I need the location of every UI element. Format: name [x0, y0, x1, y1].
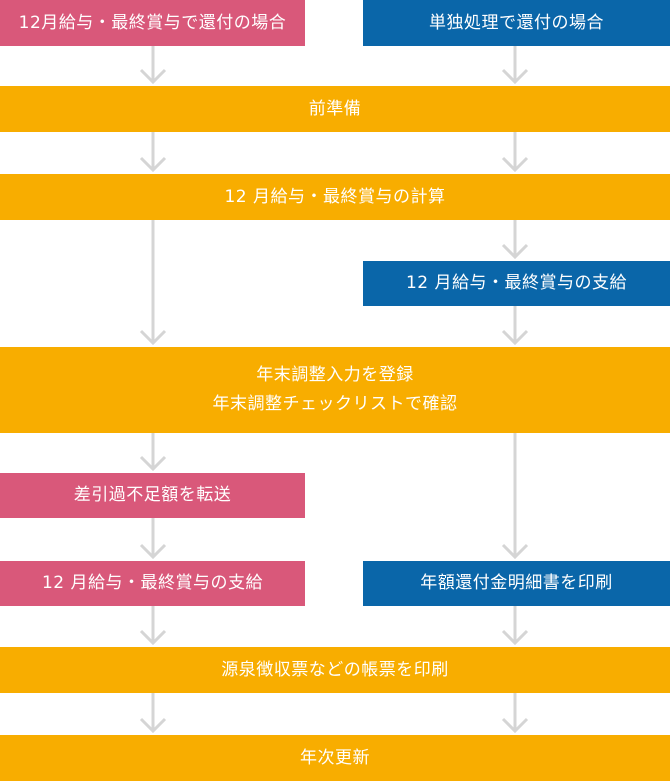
start-separate-refund: 単独処理で還付の場合: [363, 0, 670, 46]
arrow-left-3: [139, 220, 167, 346]
register-line-1: 年末調整入力を登録: [256, 365, 414, 386]
arrow-left-2: [139, 132, 167, 173]
arrow-right-5: [501, 433, 529, 560]
step-pay-right: 12 月給与・最終賞与の支給: [363, 261, 670, 306]
arrow-left-8: [139, 693, 167, 734]
step-print-forms: 源泉徴収票などの帳票を印刷: [0, 647, 670, 693]
step-transfer-difference: 差引過不足額を転送: [0, 473, 305, 518]
arrow-left-7: [139, 606, 167, 646]
arrow-right-1: [501, 46, 529, 85]
step-print-refund-statement: 年額還付金明細書を印刷: [363, 561, 670, 606]
step-calculate: 12 月給与・最終賞与の計算: [0, 174, 670, 220]
arrow-right-2: [501, 132, 529, 173]
arrow-left-6: [139, 518, 167, 560]
step-annual-update: 年次更新: [0, 735, 670, 781]
step-pay-left: 12 月給与・最終賞与の支給: [0, 561, 305, 606]
arrow-left-1: [139, 46, 167, 85]
step-preparation: 前準備: [0, 86, 670, 132]
arrow-right-8: [501, 693, 529, 734]
arrow-right-7: [501, 606, 529, 646]
register-line-2: 年末調整チェックリストで確認: [212, 394, 458, 414]
start-year-end-refund: 12月給与・最終賞与で還付の場合: [0, 0, 305, 46]
arrow-left-5: [139, 433, 167, 472]
arrow-right-4: [501, 306, 529, 346]
step-register-and-check: 年末調整入力を登録 年末調整チェックリストで確認: [0, 347, 670, 433]
arrow-right-3: [501, 220, 529, 260]
